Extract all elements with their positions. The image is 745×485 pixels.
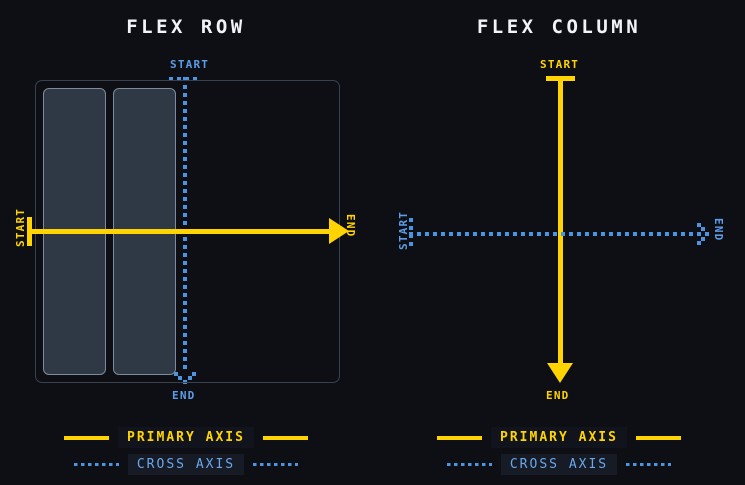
row-legend-primary-label: PRIMARY AXIS — [118, 427, 254, 448]
col-primary-axis-start-label: START — [540, 58, 580, 71]
row-legend-cross-axis: CROSS AXIS — [0, 454, 372, 475]
panel-flex-column: FLEX COLUMN START END START END — [373, 0, 745, 485]
row-cross-axis-end-label: END — [172, 389, 196, 402]
col-legend-cross-dash-right — [626, 463, 672, 466]
col-primary-axis-end-label: END — [546, 389, 570, 402]
col-legend-primary-dash-right — [635, 435, 681, 440]
row-legend-cross-label: CROSS AXIS — [127, 454, 245, 475]
col-cross-axis-start-label: START — [397, 210, 410, 250]
row-primary-axis-end-arrowhead — [329, 218, 349, 244]
col-primary-axis-line — [558, 76, 563, 367]
row-cross-axis-line — [183, 77, 187, 373]
col-cross-axis-end-arrowhead — [693, 223, 715, 245]
row-legend-primary-axis: PRIMARY AXIS — [0, 427, 372, 448]
col-legend-primary-axis: PRIMARY AXIS — [373, 427, 745, 448]
row-cross-axis-start-label: START — [170, 58, 210, 71]
panel-flex-row: FLEX ROW START END START END — [0, 0, 372, 485]
panel-title-flex-row: FLEX ROW — [126, 16, 246, 38]
col-primary-axis-end-arrowhead — [547, 363, 573, 383]
col-legend-primary-label: PRIMARY AXIS — [491, 427, 627, 448]
col-cross-axis-end-label: END — [712, 218, 725, 242]
row-legend-cross-dash-right — [253, 463, 299, 466]
row-primary-axis-line — [27, 229, 338, 234]
row-legend-primary-dash-right — [262, 435, 308, 440]
col-legend-cross-axis: CROSS AXIS — [373, 454, 745, 475]
col-legend-cross-dash-left — [446, 463, 492, 466]
row-legend-cross-dash-left — [73, 463, 119, 466]
row-legend-primary-dash-left — [64, 435, 110, 440]
col-cross-axis-line — [409, 232, 706, 236]
col-legend-primary-dash-left — [437, 435, 483, 440]
panel-title-flex-column: FLEX COLUMN — [476, 16, 642, 38]
row-primary-axis-start-label: START — [14, 207, 27, 247]
col-legend-cross-label: CROSS AXIS — [500, 454, 618, 475]
row-primary-axis-end-label: END — [344, 214, 357, 238]
